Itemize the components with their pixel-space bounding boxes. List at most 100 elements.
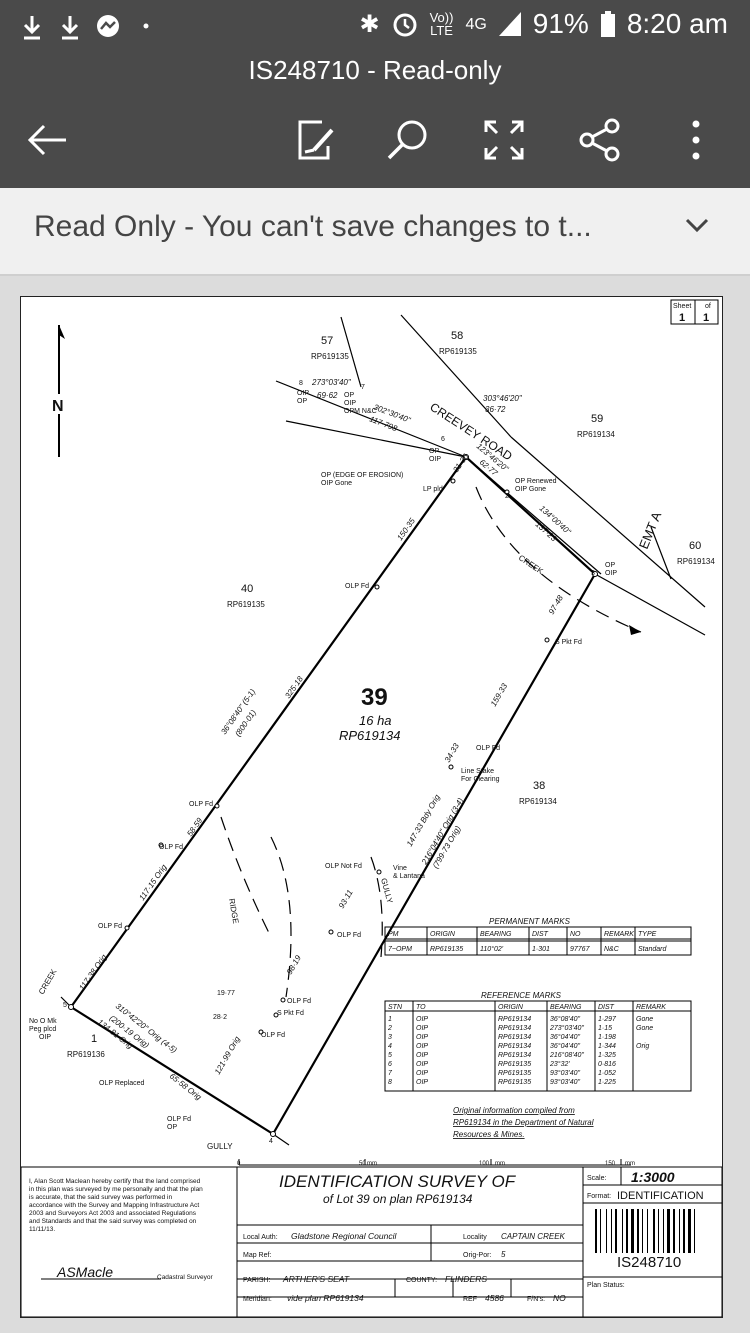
svg-text:117·15 Orig: 117·15 Orig (137, 862, 169, 902)
svg-text:OLP Fd: OLP Fd (337, 932, 361, 939)
document-title: IS248710 - Read-only (248, 55, 502, 85)
svg-text:RP619134 in the Department of: RP619134 in the Department of Natural (453, 1118, 594, 1127)
north-arrow-icon: N (50, 325, 68, 457)
rm-cell: OIP (416, 1025, 428, 1032)
rm-cell: RP619134 (498, 1016, 531, 1023)
rm-cell: 1·198 (598, 1034, 616, 1041)
rm-cell: 93°03'40" (550, 1069, 580, 1077)
barcode-bar (667, 1209, 670, 1253)
bluetooth-icon: ✱ (359, 10, 380, 38)
rm-cell: 6 (388, 1061, 392, 1068)
pm-header: TYPE (638, 931, 657, 938)
edit-document-icon[interactable] (294, 118, 338, 162)
creek-arrow-icon (629, 625, 641, 635)
svg-text:PARISH:: PARISH: (243, 1277, 271, 1284)
svg-text:OP Renewed: OP Renewed (515, 478, 557, 485)
more-icon[interactable] (674, 118, 718, 162)
rm-cell: RP619135 (498, 1061, 531, 1068)
fullscreen-icon[interactable] (482, 118, 526, 162)
rm-cell: OIP (416, 1061, 428, 1068)
barcode-bar (673, 1209, 675, 1253)
pm-cell: 1·301 (532, 946, 550, 953)
rm-header: DIST (598, 1004, 615, 1011)
pm-cell: 110°02' (480, 945, 504, 953)
share-icon[interactable] (578, 118, 622, 162)
svg-text:28·2: 28·2 (213, 1014, 227, 1021)
rm-cell: RP619134 (498, 1043, 531, 1050)
barcode-bar (600, 1209, 601, 1253)
rm-cell: 1·15 (598, 1025, 612, 1032)
survey-marks (68, 454, 598, 1137)
svg-text:Peg plcd: Peg plcd (29, 1026, 56, 1033)
svg-text:OLP Fd: OLP Fd (345, 583, 369, 590)
svg-text:OLP Fd: OLP Fd (159, 844, 183, 851)
svg-text:6: 6 (441, 436, 445, 443)
svg-text:4586: 4586 (485, 1293, 504, 1303)
north-label: N (52, 398, 64, 415)
svg-text:LP pld: LP pld (423, 486, 443, 493)
volte-indicator: Vo))LTE (429, 10, 454, 38)
svg-text:mm: mm (367, 1161, 377, 1167)
lot-59: 59 (591, 413, 603, 425)
barcode-bar (615, 1209, 617, 1253)
rm-cell: 7 (388, 1070, 393, 1077)
rm-cell: 1·325 (598, 1052, 616, 1059)
barcode-bar (611, 1209, 612, 1253)
svg-text:OIP Gone: OIP Gone (515, 486, 546, 493)
svg-text:OLP Fd: OLP Fd (167, 1116, 191, 1123)
barcode-bar (642, 1209, 643, 1253)
pm-header: BEARING (480, 931, 512, 938)
rm-cell: 1 (388, 1016, 392, 1023)
pm-header: NO (570, 931, 581, 938)
network-type: 4G (465, 15, 487, 33)
surveyor-certificate: I, Alan Scott Maclean hereby certify tha… (29, 1178, 203, 1233)
svg-text:CAPTAIN CREEK: CAPTAIN CREEK (501, 1232, 566, 1241)
format-value: IDENTIFICATION (617, 1190, 704, 1202)
emt-label: EMT A (636, 509, 665, 551)
lot-area: 16 ha (359, 713, 392, 728)
search-icon[interactable] (386, 118, 430, 162)
svg-text:50: 50 (359, 1161, 366, 1167)
rm-cell: 1·344 (598, 1043, 616, 1050)
alarm-icon (393, 13, 417, 37)
status-bar: ✱ Vo))LTE 4G 91% 8:20 am (0, 0, 750, 52)
svg-text:0: 0 (237, 1161, 241, 1167)
creek-label-2: CREEK (37, 967, 59, 996)
svg-text:vide plan RP619134: vide plan RP619134 (287, 1293, 364, 1303)
barcode-bar (683, 1209, 685, 1253)
pm-cell: 7~OPM (388, 946, 412, 953)
svg-text:OIP: OIP (605, 570, 617, 577)
lot-58-plan: RP619135 (439, 347, 477, 356)
back-arrow-icon[interactable] (26, 118, 70, 162)
rm-cell: 23°32' (549, 1060, 570, 1068)
svg-text:OP: OP (167, 1124, 177, 1131)
lot-1: 1 (91, 1033, 97, 1045)
svg-text:OLP Fd: OLP Fd (287, 998, 311, 1005)
gully-label-2: GULLY (207, 1142, 233, 1151)
ridge-label: RIDGE (227, 898, 240, 925)
rm-cell: 36°08'40" (550, 1015, 580, 1023)
svg-text:Line Stake: Line Stake (461, 768, 494, 775)
rm-cell: 93°03'40" (550, 1078, 580, 1086)
rm-cell: 216°08'40" (549, 1051, 584, 1059)
svg-text:S Pkt Fd: S Pkt Fd (555, 639, 582, 646)
creek-line (220, 486, 642, 998)
svg-text:NO: NO (553, 1293, 566, 1303)
svg-text:Meridian:: Meridian: (243, 1296, 272, 1303)
barcode-bar (688, 1209, 691, 1253)
svg-text:OP: OP (344, 392, 354, 399)
svg-text:mm: mm (625, 1161, 635, 1167)
rm-cell: OIP (416, 1079, 428, 1086)
pm-header: PM (388, 931, 399, 938)
svg-text:4: 4 (269, 1138, 273, 1145)
pm-header: ORIGIN (430, 931, 456, 938)
signature: ASMacle (56, 1264, 113, 1280)
svg-text:97·48: 97·48 (547, 593, 565, 616)
chevron-down-icon[interactable] (684, 216, 710, 234)
sheet-label: Sheet (673, 303, 691, 310)
read-only-banner[interactable]: Read Only - You can't save changes to t.… (0, 188, 750, 276)
svg-text:COUNTY:: COUNTY: (406, 1277, 437, 1284)
barcode-bar (663, 1209, 664, 1253)
title-block (21, 1166, 722, 1317)
